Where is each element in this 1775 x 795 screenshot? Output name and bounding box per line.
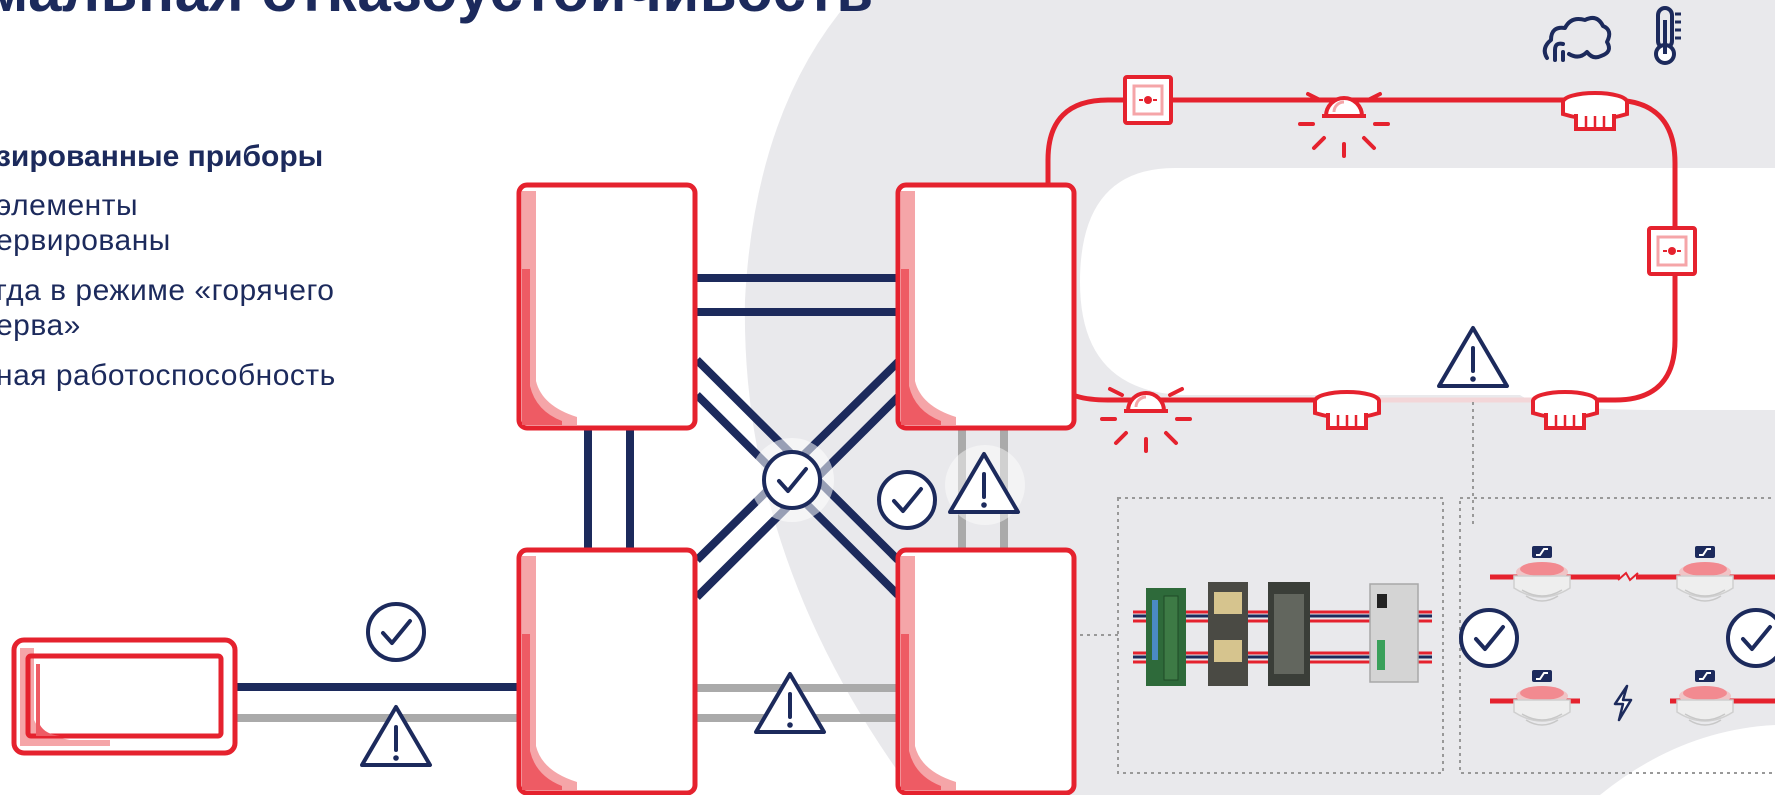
feature-item-text: гда в режиме «горячего ерва» xyxy=(0,274,334,342)
panel-bottom-left xyxy=(519,550,695,793)
warning-triangle-icon xyxy=(756,674,824,732)
page-title: мальная отказоустойчивость xyxy=(0,0,874,25)
feature-item-text: ная работоспособность xyxy=(0,359,336,392)
panel-remote-display xyxy=(14,640,235,753)
check-circle-icon xyxy=(368,604,424,660)
call-point-icon xyxy=(1649,228,1695,274)
feature-item: гда в режиме «горячего ерва» xyxy=(0,273,466,343)
feature-list: зированные приборы элементы ервированы г… xyxy=(0,140,466,408)
feature-item: элементы ервированы xyxy=(0,188,466,258)
panel-top-left xyxy=(519,185,695,428)
check-circle-icon xyxy=(1728,610,1775,666)
panel-bottom-right xyxy=(898,550,1074,793)
call-point-icon xyxy=(1125,77,1171,123)
feature-heading: зированные приборы xyxy=(0,140,466,174)
feature-item: ная работоспособность xyxy=(0,358,466,393)
check-circle-icon xyxy=(1461,610,1517,666)
check-circle-icon xyxy=(764,452,820,508)
check-circle-icon xyxy=(879,472,935,528)
panel-top-right xyxy=(898,185,1074,428)
feature-item-text: элементы ервированы xyxy=(0,189,171,257)
